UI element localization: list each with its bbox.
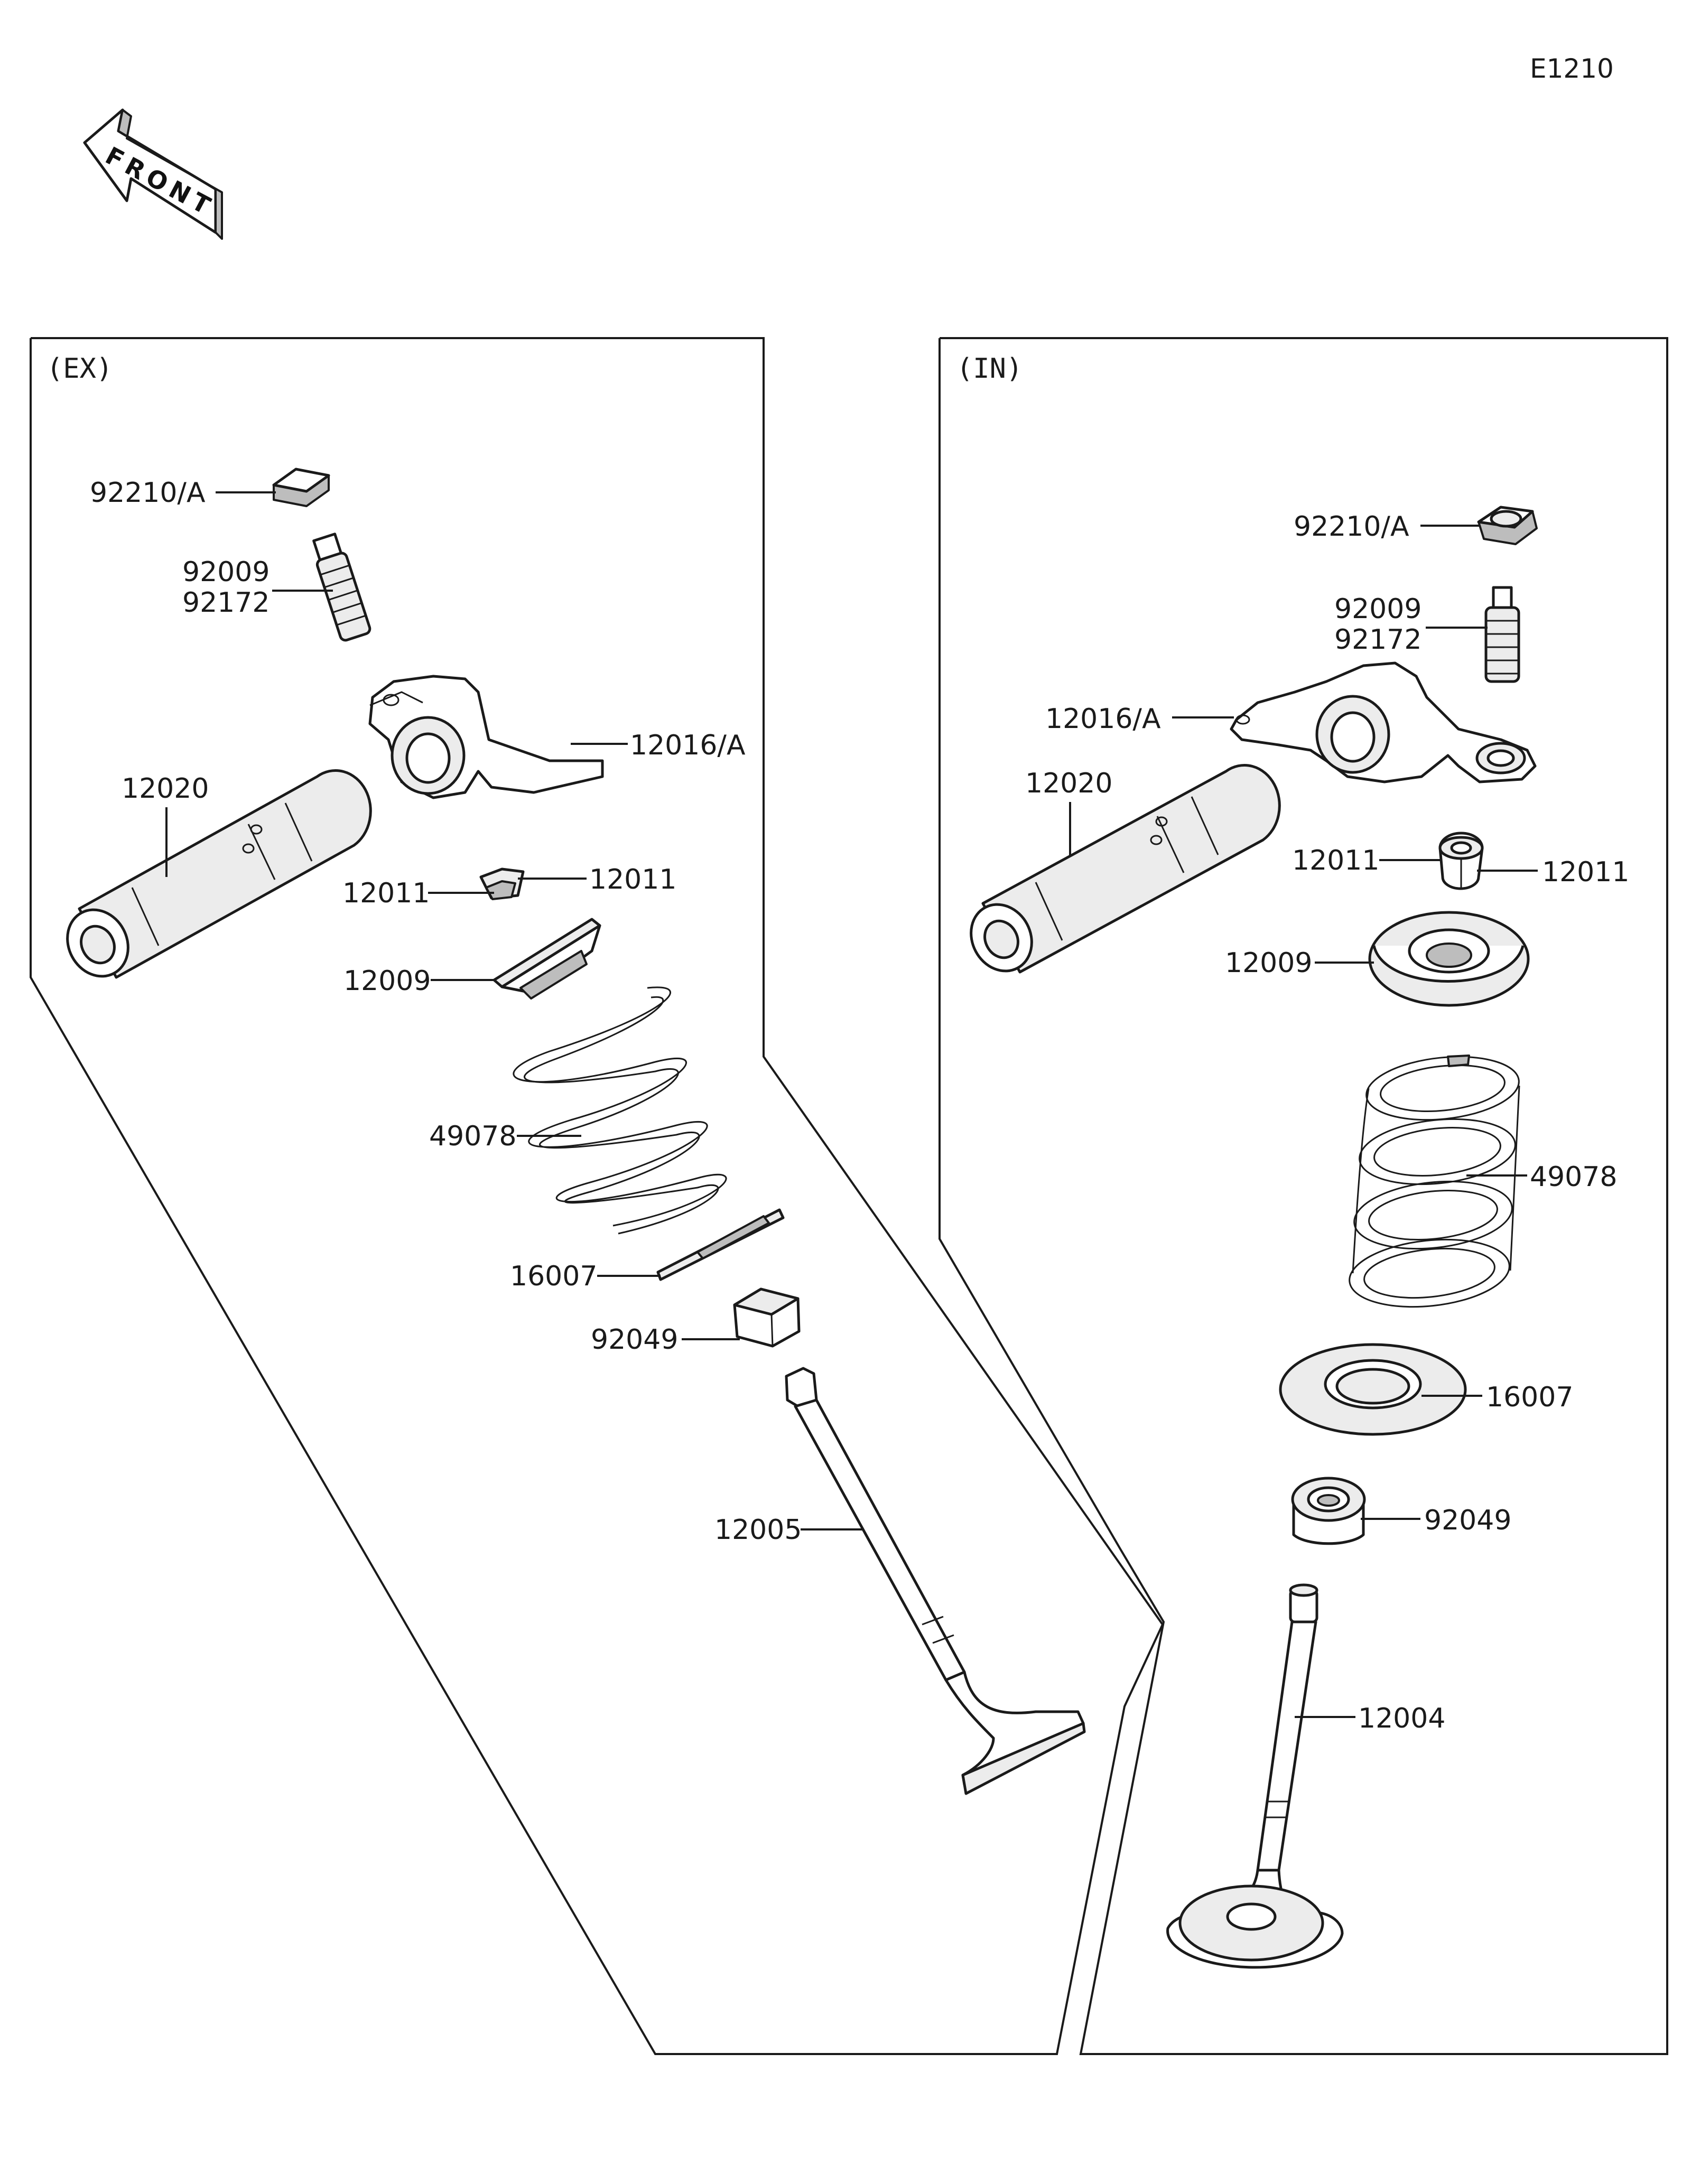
in-label-seal: 92049	[1424, 1505, 1511, 1536]
in-adjusting-screw-icon	[1484, 586, 1520, 683]
in-label-nut: 92210/A	[1294, 511, 1409, 543]
in-rocker-shaft-icon	[970, 763, 1281, 974]
in-valve-keeper-icon	[1438, 832, 1484, 890]
section-ex-title: (EX)	[47, 353, 113, 385]
in-label-retainer: 12009	[1225, 947, 1312, 979]
ex-label-retainer: 12009	[343, 965, 431, 997]
in-spring-retainer-icon	[1368, 911, 1530, 1007]
ex-rocker-shaft-icon	[66, 769, 372, 979]
in-valve-spring-icon	[1349, 1054, 1520, 1308]
diagram-reference: E1210	[1530, 53, 1614, 84]
front-arrow-icon: FRONT	[83, 108, 223, 240]
ex-label-spring-seat: 16007	[510, 1261, 597, 1292]
in-nut-icon	[1477, 506, 1538, 545]
ex-spring-seat-icon	[656, 1208, 785, 1281]
ex-label-seal: 92049	[591, 1324, 678, 1356]
in-label-valve: 12004	[1358, 1703, 1445, 1734]
section-in-frame	[939, 337, 1668, 2055]
ex-label-keeper-right: 12011	[589, 864, 676, 895]
section-in-title: (IN)	[956, 353, 1023, 385]
ex-valve-spring-icon	[513, 986, 727, 1235]
ex-label-valve: 12005	[714, 1514, 802, 1546]
ex-adjusting-screw-icon	[312, 533, 371, 642]
in-rocker-arm-icon	[1230, 661, 1537, 783]
ex-rocker-arm-icon	[368, 675, 604, 799]
ex-valve-stem-seal-icon	[733, 1287, 801, 1348]
ex-label-screw-a: 92009	[182, 556, 270, 588]
section-ex-frame	[30, 337, 1164, 2055]
ex-label-shaft: 12020	[122, 773, 209, 805]
ex-label-spring: 49078	[429, 1121, 516, 1152]
in-label-rocker-arm: 12016/A	[1045, 703, 1161, 735]
ex-nut-icon	[272, 468, 330, 507]
in-valve-stem-seal-icon	[1291, 1477, 1366, 1545]
in-spring-seat-icon	[1279, 1343, 1467, 1436]
ex-valve-keeper-icon	[479, 867, 525, 900]
ex-label-keeper-left: 12011	[342, 878, 430, 909]
ex-spring-retainer-icon	[493, 918, 601, 1000]
in-label-keeper-left: 12011	[1292, 845, 1379, 876]
ex-exhaust-valve-icon	[785, 1367, 1086, 1795]
ex-label-nut: 92210/A	[90, 477, 206, 509]
in-label-spring: 49078	[1530, 1161, 1617, 1193]
section-in: (IN) 92210/A 92009 92172	[939, 337, 1668, 2055]
ex-label-rocker-arm: 12016/A	[630, 730, 746, 761]
in-label-screw-b: 92172	[1334, 624, 1421, 656]
ex-label-screw-b: 92172	[182, 587, 270, 619]
in-label-spring-seat: 16007	[1486, 1382, 1573, 1413]
in-label-shaft: 12020	[1025, 768, 1112, 799]
in-label-keeper-right: 12011	[1542, 856, 1629, 888]
in-intake-valve-icon	[1166, 1583, 1344, 1969]
section-ex: (EX) 92210/A 92009 92172 12016/A	[30, 337, 1164, 2055]
in-label-screw-a: 92009	[1334, 593, 1421, 625]
